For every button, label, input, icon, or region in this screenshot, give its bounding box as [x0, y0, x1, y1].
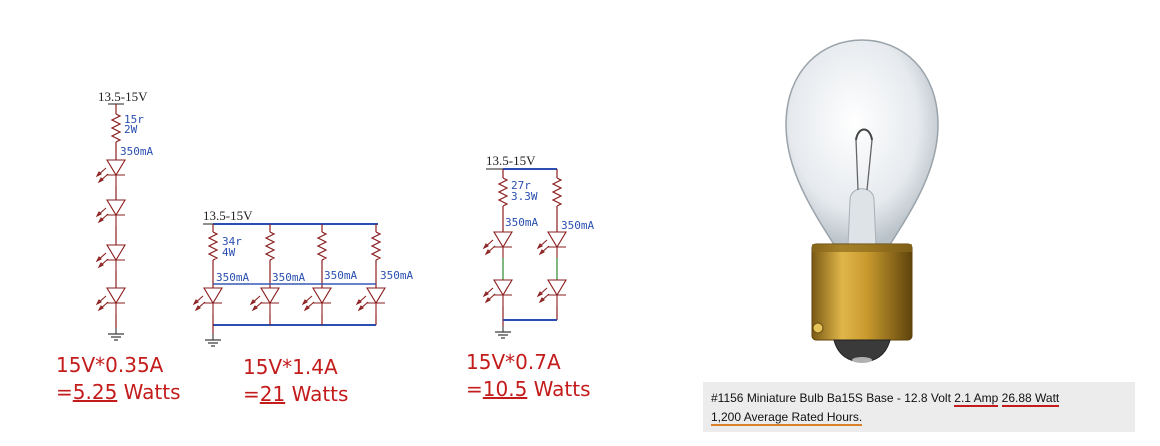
- circuit-2: 13.5-15V 34r 4W: [193, 208, 413, 406]
- resistor-value: 34r: [222, 235, 242, 248]
- resistor-value: 15r: [124, 113, 144, 126]
- led-icon: [96, 199, 126, 227]
- resistor-icon: [265, 231, 275, 261]
- resistor-wattage: 3.3W: [511, 190, 538, 203]
- led-icon: [250, 287, 280, 315]
- supply-label: 13.5-15V: [486, 153, 536, 168]
- bulb-icon: [785, 39, 939, 363]
- resistor-icon: [371, 231, 381, 261]
- current-label: 350mA: [120, 145, 153, 158]
- current-label: 350mA: [272, 271, 305, 284]
- led-icon: [537, 279, 567, 307]
- resistor-icon: [208, 231, 218, 261]
- circuit-3: 13.5-15V 27r 3.3W 350mA 350mA 15V*0.7A =…: [466, 153, 594, 401]
- resistor-wattage: 2W: [124, 123, 138, 136]
- caption-text: #1156 Miniature Bulb Ba15S Base - 12.8 V…: [711, 391, 955, 405]
- led-icon: [96, 159, 126, 187]
- resistor-icon: [552, 177, 562, 207]
- led-icon: [96, 244, 126, 272]
- circuit-1: 13.5-15V 15r 2W 350mA 15V*0.35A =5.25 Wa…: [56, 89, 181, 404]
- led-icon: [356, 287, 386, 315]
- power-formula: 15V*1.4A: [243, 355, 338, 379]
- led-icon: [483, 279, 513, 307]
- current-label: 350mA: [561, 219, 594, 232]
- resistor-value: 27r: [511, 179, 531, 192]
- power-formula: 15V*0.7A: [466, 350, 561, 374]
- power-result: =10.5 Watts: [466, 377, 591, 401]
- supply-label: 13.5-15V: [98, 89, 148, 104]
- resistor-icon: [111, 113, 121, 143]
- watt-value: 26.88 Watt: [1001, 391, 1060, 407]
- branch: [193, 224, 223, 315]
- branch: [250, 224, 280, 315]
- led-icon: [96, 287, 126, 315]
- ground-icon: [204, 333, 222, 347]
- power-formula: 15V*0.35A: [56, 353, 164, 377]
- rated-hours: 1,200 Average Rated Hours.: [711, 410, 863, 426]
- current-label: 350mA: [505, 216, 538, 229]
- supply-label: 13.5-15V: [203, 208, 253, 223]
- current-label: 350mA: [324, 269, 357, 282]
- led-icon: [483, 231, 513, 259]
- resistor-icon: [498, 177, 508, 207]
- ground-icon: [494, 325, 512, 339]
- amp-value: 2.1 Amp: [954, 391, 999, 407]
- power-result: =5.25 Watts: [56, 380, 181, 404]
- led-icon: [302, 287, 332, 315]
- current-label: 350mA: [216, 271, 249, 284]
- resistor-icon: [317, 231, 327, 261]
- ground-icon: [107, 327, 125, 341]
- resistor-wattage: 4W: [222, 246, 236, 259]
- bulb-caption: #1156 Miniature Bulb Ba15S Base - 12.8 V…: [703, 382, 1135, 432]
- led-icon: [193, 287, 223, 315]
- led-icon: [537, 231, 567, 259]
- power-result: =21 Watts: [243, 382, 348, 406]
- current-label: 350mA: [380, 269, 413, 282]
